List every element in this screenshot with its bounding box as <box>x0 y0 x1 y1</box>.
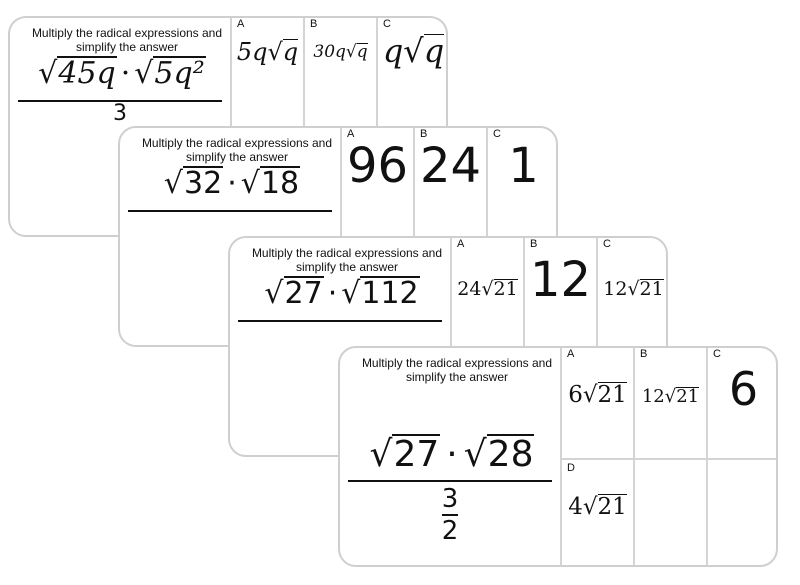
fraction-bar <box>18 100 222 102</box>
radical-expression: √45q·√5q² <box>16 56 228 91</box>
radicand-1: 27 <box>392 434 441 475</box>
multiply-dot: · <box>120 56 131 91</box>
radical-expression: √27·√112 <box>236 276 448 311</box>
answer-value: q√q <box>382 32 445 70</box>
answer-option-c[interactable]: C q√q <box>376 18 446 128</box>
fraction-bar <box>348 480 552 482</box>
radicand-1: 32 <box>183 166 224 201</box>
sqrt-symbol: √ <box>38 56 58 91</box>
answer-value: 24√21 <box>457 278 518 300</box>
question-panel: Multiply the radical expressions and sim… <box>120 128 340 345</box>
answer-label: C <box>383 18 391 30</box>
sqrt-symbol: √ <box>134 56 154 91</box>
answer-option-b[interactable]: B 12 <box>523 238 596 348</box>
answer-label: B <box>420 128 428 140</box>
answer-label: C <box>713 348 721 360</box>
radicand-1: 45q <box>57 56 117 91</box>
question-panel: Multiply the radical expressions and sim… <box>10 18 230 235</box>
answer-value: 4√21 <box>568 494 627 520</box>
prompt-text: Multiply the radical expressions and sim… <box>361 356 553 384</box>
denominator-numerator: 3 <box>441 484 459 516</box>
answer-option-a[interactable]: A 6√21 <box>560 348 633 458</box>
answer-value: 12√21 <box>641 386 700 407</box>
prompt-text: Multiply the radical expressions and sim… <box>251 246 443 274</box>
denominator: 3 <box>113 101 127 126</box>
multiply-dot: · <box>446 434 458 475</box>
radicand-2: 18 <box>259 166 301 201</box>
answer-option-b[interactable]: B 30q√q <box>303 18 376 128</box>
multiply-dot: · <box>227 166 237 201</box>
answer-label: C <box>493 128 501 140</box>
answer-value: 1 <box>508 138 539 194</box>
radicand-2: 112 <box>360 276 420 311</box>
answer-value: 12 <box>529 252 592 308</box>
answer-label: B <box>530 238 538 250</box>
radical-expression: √27·√28 <box>346 434 558 475</box>
answer-label: A <box>567 348 575 360</box>
radicand-2: 28 <box>486 434 535 475</box>
fraction-bar <box>128 210 332 212</box>
denominator-denominator: 2 <box>441 516 459 546</box>
multiply-dot: · <box>327 276 338 311</box>
answer-option-c[interactable]: C 1 <box>486 128 556 238</box>
question-panel: Multiply the radical expressions and sim… <box>230 238 450 455</box>
answer-value: 30q√q <box>313 42 368 62</box>
fraction-bar <box>238 320 442 322</box>
answer-option-a[interactable]: A 24√21 <box>450 238 523 348</box>
empty-answer-slot <box>706 458 776 565</box>
answer-label: B <box>640 348 648 360</box>
sqrt-symbol: √ <box>163 166 184 201</box>
sqrt-symbol: √ <box>463 434 487 475</box>
answer-value: 12√21 <box>603 278 664 300</box>
question-panel: Multiply the radical expressions and sim… <box>340 348 560 565</box>
answer-label: A <box>457 238 465 250</box>
answer-option-b[interactable]: B 24 <box>413 128 486 238</box>
sqrt-symbol: √ <box>264 276 284 311</box>
answer-value: 6 <box>728 362 759 416</box>
answer-value: 24 <box>419 138 482 194</box>
answer-value: 5q√q <box>236 38 299 66</box>
answer-label: C <box>603 238 611 250</box>
empty-answer-slot <box>633 458 706 565</box>
answer-label: D <box>567 462 575 474</box>
prompt-text: Multiply the radical expressions and sim… <box>141 136 333 164</box>
answer-option-d[interactable]: D 4√21 <box>560 458 633 565</box>
answer-label: B <box>310 18 318 30</box>
radicand-1: 27 <box>283 276 324 311</box>
answer-option-a[interactable]: A 96 <box>340 128 413 238</box>
question-card-4[interactable]: Multiply the radical expressions and sim… <box>338 346 778 567</box>
answer-option-b[interactable]: B 12√21 <box>633 348 706 458</box>
answer-value: 6√21 <box>568 382 627 408</box>
answer-value: 96 <box>346 138 409 194</box>
radicand-2: 5q² <box>153 56 206 91</box>
sqrt-symbol: √ <box>369 434 393 475</box>
answer-label: A <box>347 128 355 140</box>
sqrt-symbol: √ <box>240 166 260 201</box>
radical-expression: √32·√18 <box>126 166 338 201</box>
answer-option-c[interactable]: C 6 <box>706 348 776 458</box>
answer-label: A <box>237 18 245 30</box>
answer-option-c[interactable]: C 12√21 <box>596 238 666 348</box>
sqrt-symbol: √ <box>341 276 361 311</box>
prompt-text: Multiply the radical expressions and sim… <box>31 26 223 54</box>
answer-option-a[interactable]: A 5q√q <box>230 18 303 128</box>
